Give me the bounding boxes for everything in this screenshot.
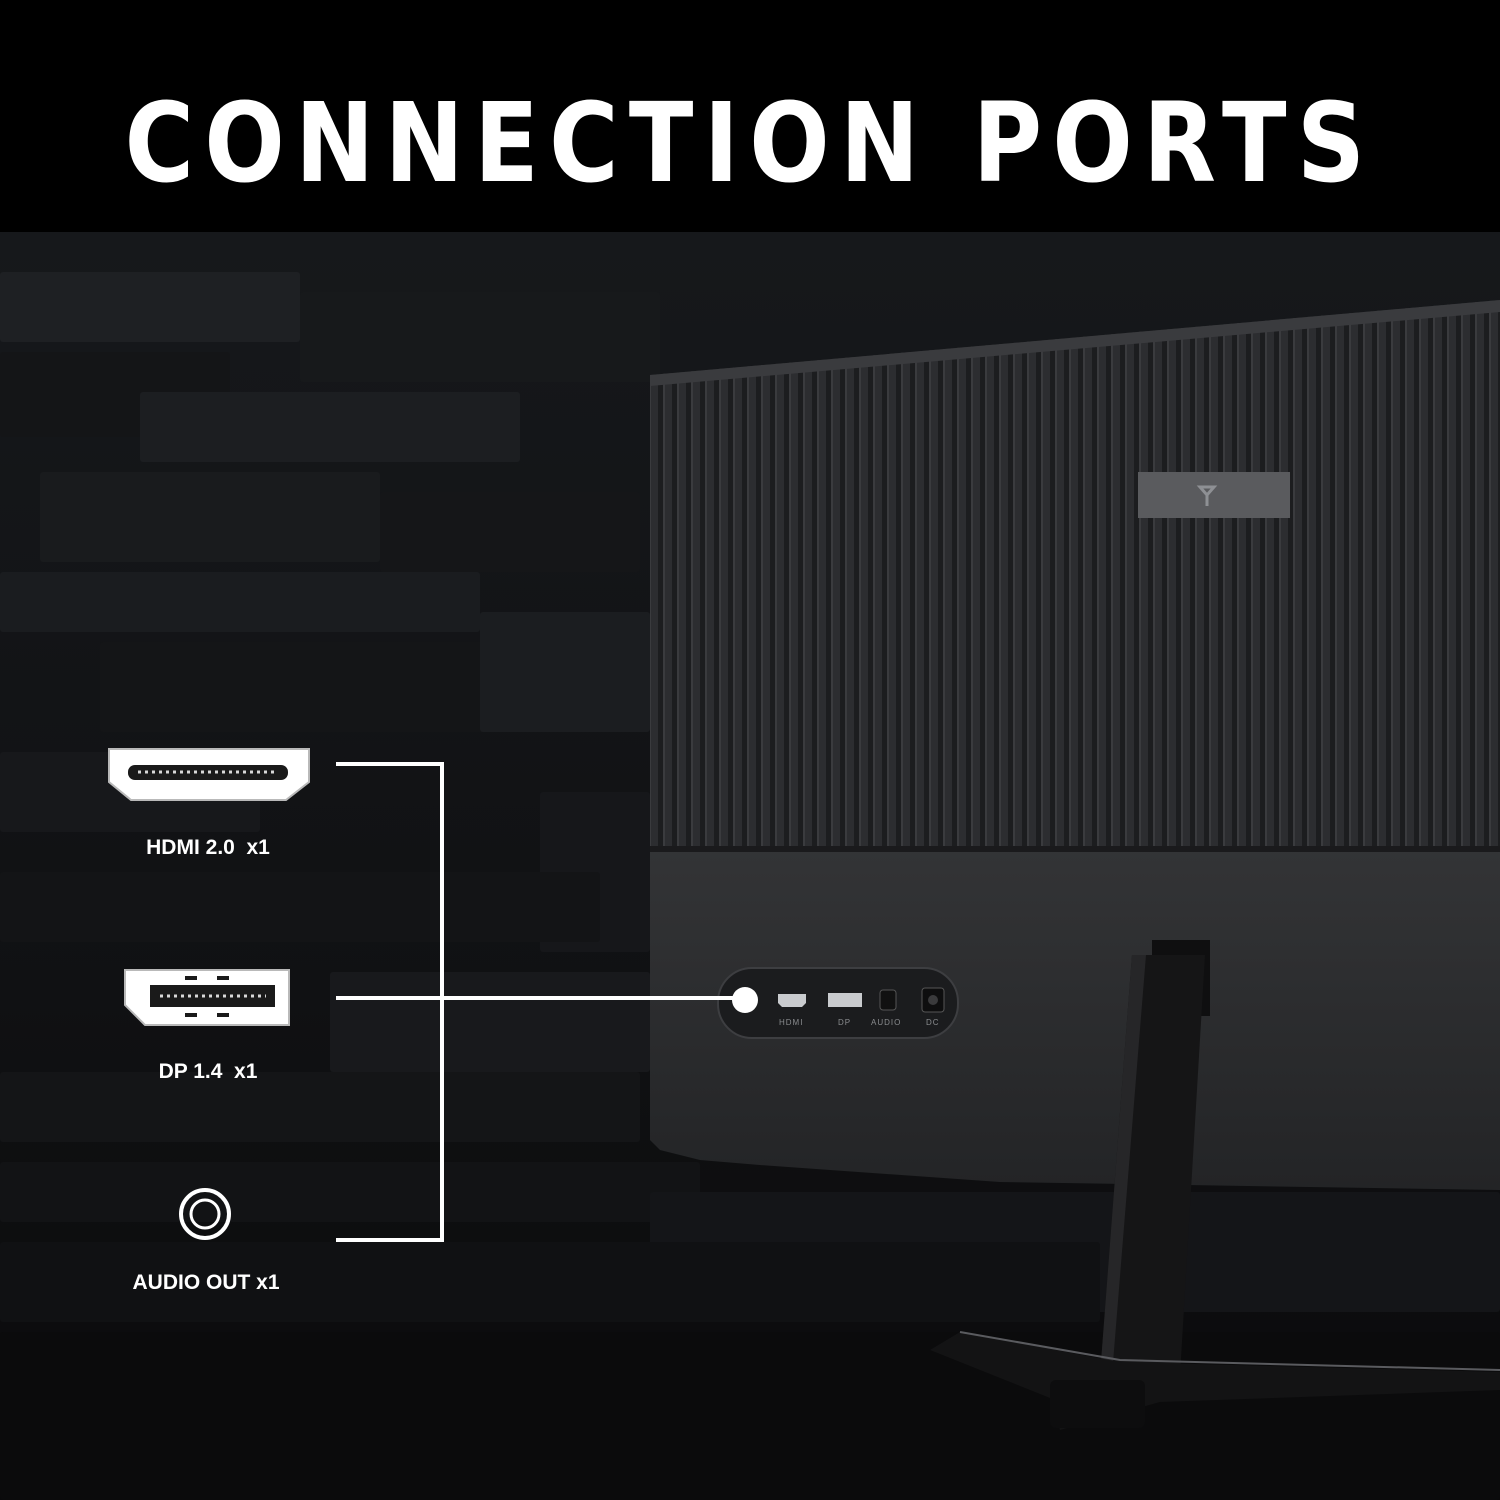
dp-port-label: DP 1.4 x1 bbox=[158, 1060, 258, 1083]
hdmi-port-icon bbox=[108, 748, 310, 801]
page-title: CONNECTION PORTS bbox=[124, 79, 1376, 207]
rear-audio-port bbox=[879, 989, 897, 1011]
brand-badge bbox=[1138, 472, 1290, 518]
displayport-icon bbox=[124, 969, 290, 1026]
rear-hdmi-port bbox=[778, 994, 806, 1007]
rear-label-dp: DP bbox=[838, 1018, 852, 1027]
monitor-stand bbox=[930, 940, 1500, 1430]
monitor-back bbox=[650, 300, 1500, 1190]
rear-label-dc: DC bbox=[926, 1018, 940, 1027]
connector-lines bbox=[336, 762, 745, 1242]
audio-jack-icon bbox=[179, 1188, 231, 1240]
rear-dp-port bbox=[828, 993, 862, 1007]
hdmi-port-label: HDMI 2.0 x1 bbox=[146, 836, 270, 859]
rear-label-audio: AUDIO bbox=[871, 1018, 902, 1027]
rear-port-panel bbox=[717, 967, 959, 1039]
rear-label-hdmi: HDMI bbox=[779, 1018, 804, 1027]
audio-out-label: AUDIO OUT x1 bbox=[132, 1271, 280, 1294]
header-bar: CONNECTION PORTS bbox=[0, 0, 1500, 232]
